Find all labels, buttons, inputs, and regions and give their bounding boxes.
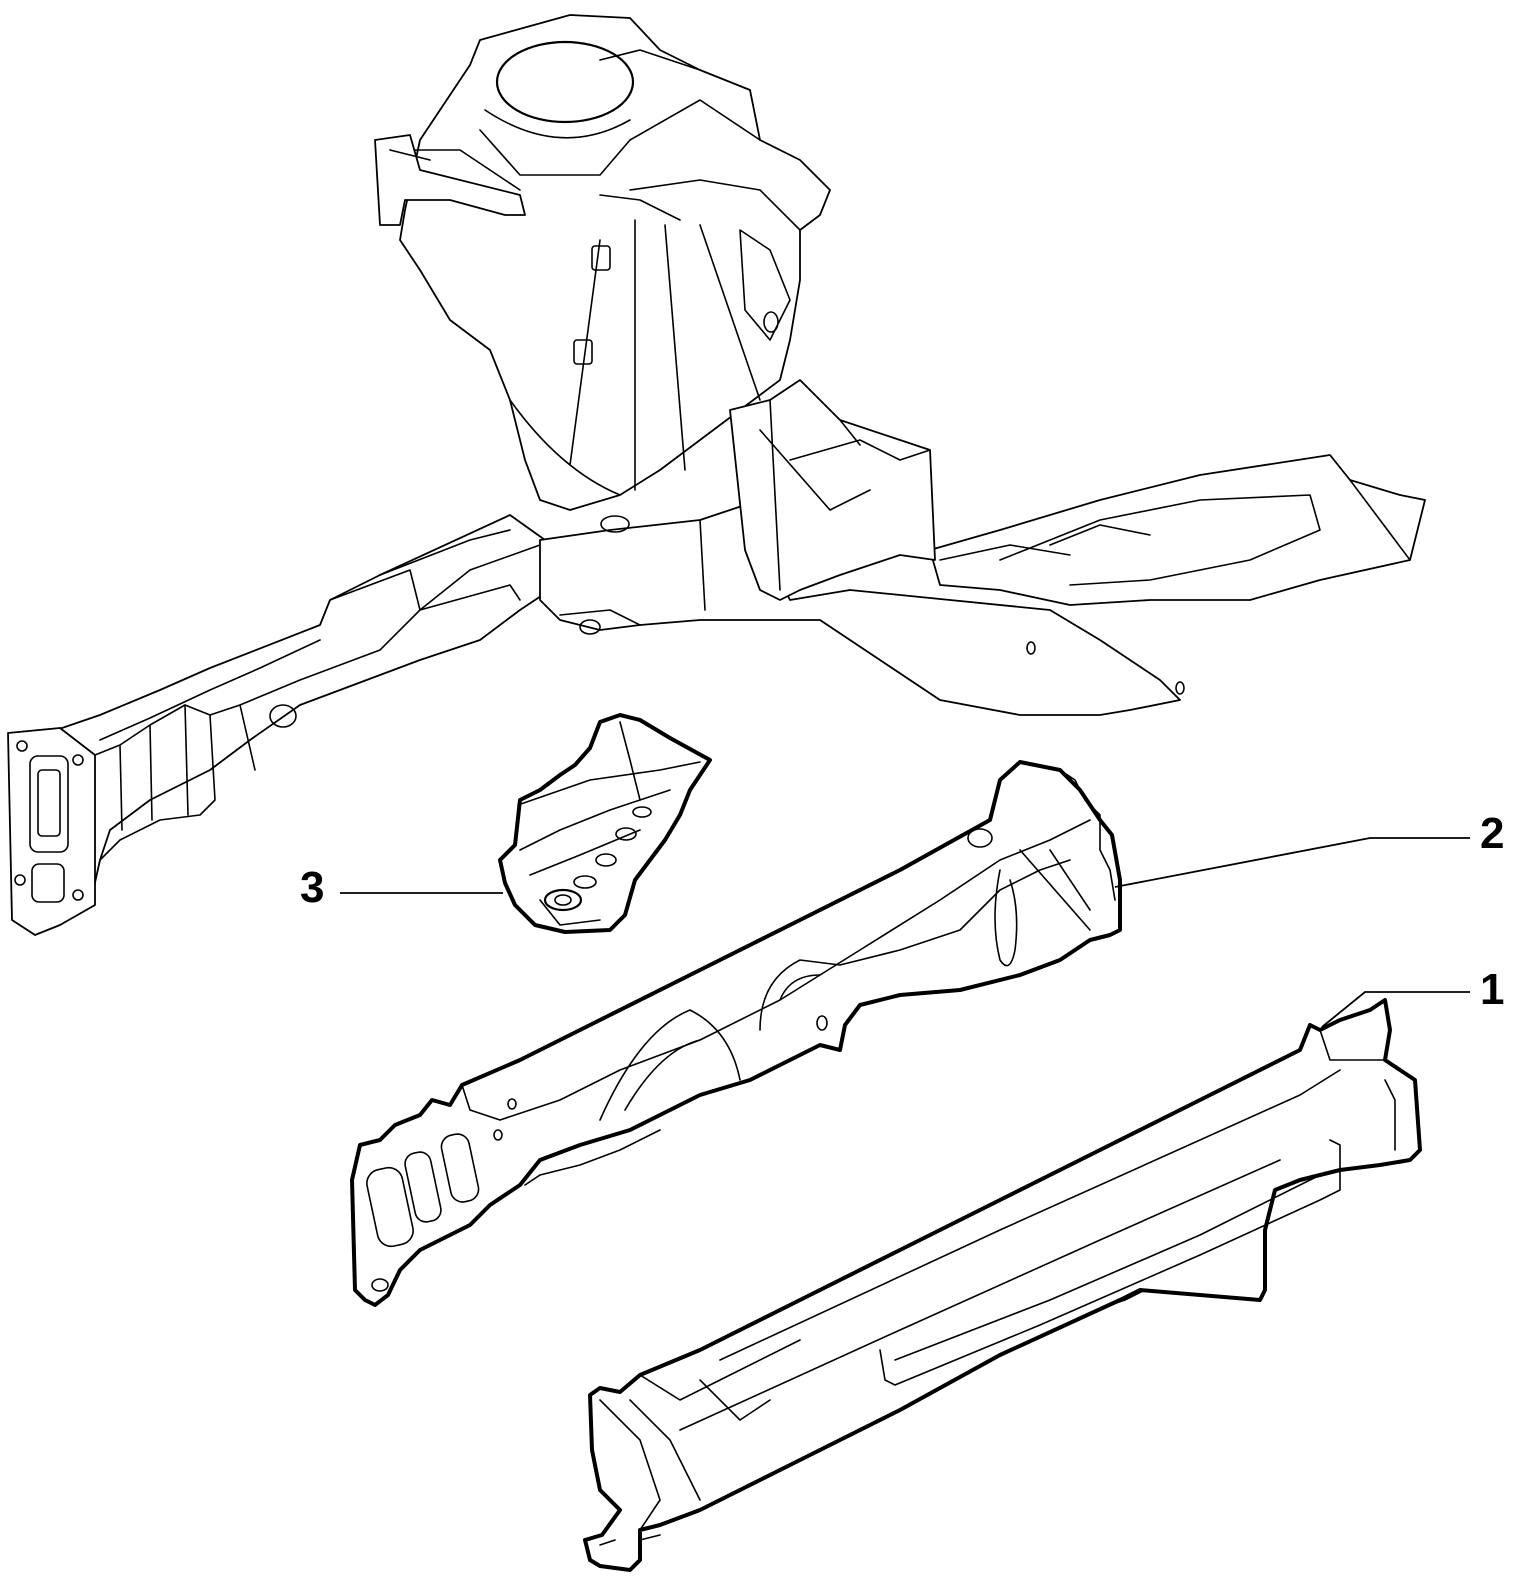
leader-line-2 bbox=[1114, 837, 1470, 888]
callout-3: 3 bbox=[300, 863, 325, 912]
part-2-inner-member bbox=[350, 760, 1122, 1307]
leader-line-1 bbox=[1321, 991, 1470, 1028]
part-1-outer-member bbox=[583, 998, 1422, 1572]
front-structure-assembly bbox=[7, 14, 1426, 936]
leader-lines bbox=[340, 837, 1470, 1028]
part-3-bracket bbox=[498, 713, 712, 934]
callout-1: 1 bbox=[1480, 965, 1505, 1014]
callout-2: 2 bbox=[1480, 809, 1505, 858]
